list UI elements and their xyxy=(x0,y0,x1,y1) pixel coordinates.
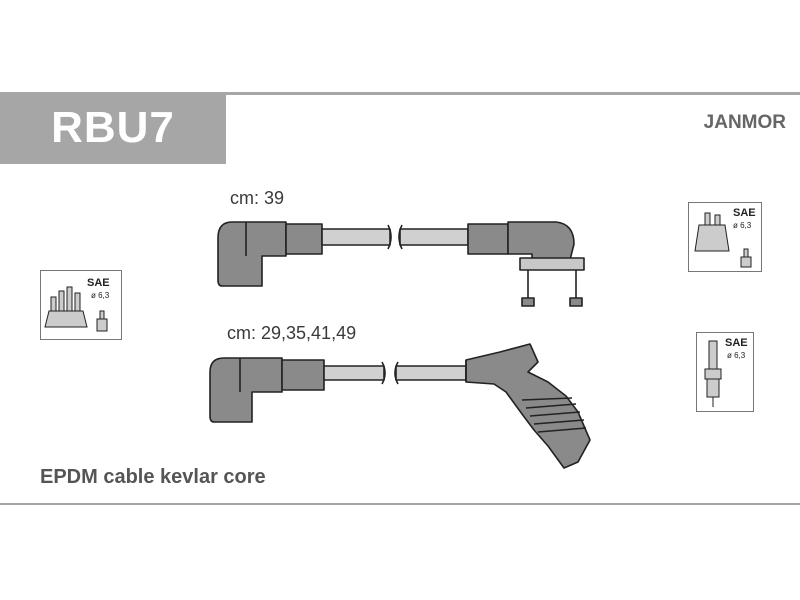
connector-standard-label: SAE xyxy=(725,337,748,349)
cable-1-left-boot xyxy=(217,221,323,287)
cable-2-wire xyxy=(323,361,467,385)
cable-1-wire xyxy=(321,224,469,250)
connector-standard-label: SAE xyxy=(733,207,756,219)
header-banner xyxy=(0,92,226,164)
distributor-cap-icon xyxy=(694,212,752,268)
connector-card-distributor-right: SAE ø 6,3 xyxy=(688,202,762,272)
spark-plug-icon xyxy=(704,340,722,407)
connector-diameter-label: ø 6,3 xyxy=(91,291,110,300)
cable-length-label-2: cm: 29,35,41,49 xyxy=(227,323,357,343)
cable-2-left-boot xyxy=(209,357,325,423)
brand-name: JANMOR xyxy=(703,112,786,133)
distributor-cap-icon xyxy=(44,286,108,332)
connector-diameter-label: ø 6,3 xyxy=(727,351,746,360)
cable-1-right-boot xyxy=(467,221,585,307)
cable-length-label-1: cm: 39 xyxy=(230,188,285,208)
connector-standard-label: SAE xyxy=(87,277,110,289)
cable-material-note: EPDM cable kevlar core xyxy=(40,466,266,488)
footer-rule xyxy=(0,503,800,505)
cable-2-plug-boot xyxy=(465,343,591,469)
product-code: RBU7 xyxy=(51,103,175,152)
connector-diameter-label: ø 6,3 xyxy=(733,221,752,230)
connector-card-distributor-left: SAE ø 6,3 xyxy=(40,270,122,340)
connector-card-spark-plug: SAE ø 6,3 xyxy=(696,332,754,412)
header-rule xyxy=(226,92,800,95)
